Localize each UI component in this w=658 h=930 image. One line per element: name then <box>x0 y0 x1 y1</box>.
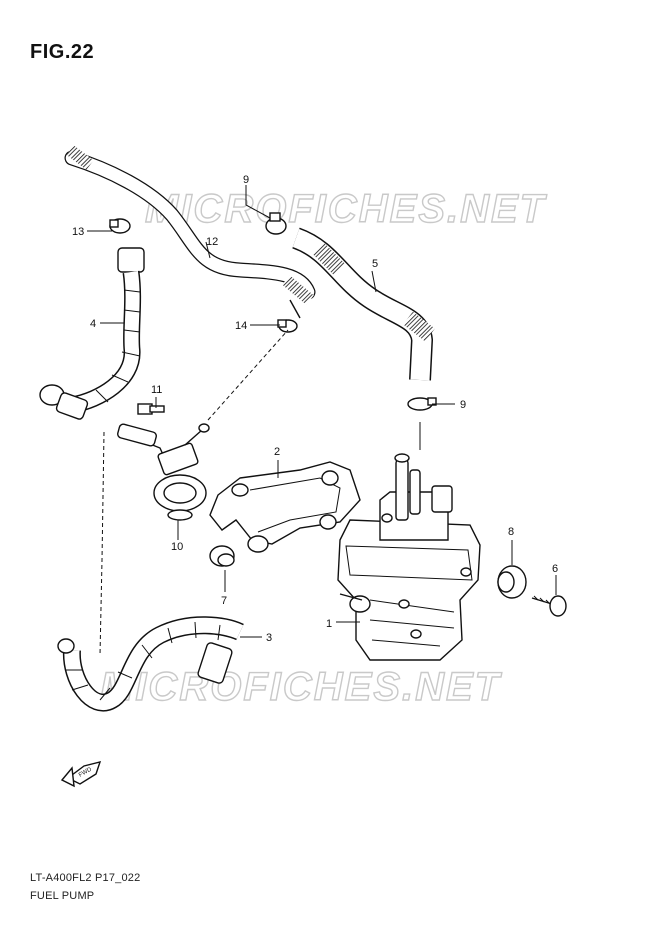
callout-4: 4 <box>90 318 96 330</box>
figure-title: FIG.22 <box>30 41 95 63</box>
part-3-wiring-harness <box>57 616 244 712</box>
callout-9-lower: 9 <box>460 399 466 411</box>
callout-9-upper: 9 <box>243 174 249 186</box>
callout-5: 5 <box>372 258 378 270</box>
callout-11: 11 <box>151 384 162 396</box>
part-8-damper <box>497 565 527 599</box>
watermark-bottom: MICROFICHES.NET <box>100 665 503 709</box>
watermark-top: MICROFICHES.NET <box>145 187 548 231</box>
part-6-bolt <box>531 595 567 617</box>
callout-2: 2 <box>274 446 280 458</box>
callout-8: 8 <box>508 526 514 538</box>
callout-7: 7 <box>221 595 227 607</box>
callout-6: 6 <box>552 563 558 575</box>
part-9-clamp-lower <box>407 397 437 411</box>
part-10-fuel-valve <box>117 423 210 521</box>
diagram-name: FUEL PUMP <box>30 890 95 902</box>
part-11-bolt <box>137 403 165 415</box>
callout-12: 12 <box>206 236 218 248</box>
callout-14: 14 <box>235 320 247 332</box>
part-5-fuel-hose <box>291 227 435 381</box>
part-9-clamp-upper <box>265 212 287 235</box>
diagram-code: LT-A400FL2 P17_022 <box>30 872 141 884</box>
part-12-fuel-hose <box>64 145 316 319</box>
callout-10: 10 <box>171 541 183 553</box>
part-7-grommet <box>209 545 235 567</box>
part-1-fuel-pump <box>337 453 481 661</box>
leader-lines <box>87 185 557 638</box>
part-2-bracket <box>209 461 361 553</box>
guide-line-harness <box>99 431 105 656</box>
callout-1: 1 <box>326 618 332 630</box>
guide-line-hose <box>207 329 289 421</box>
callout-3: 3 <box>266 632 272 644</box>
part-14-clamp <box>277 319 298 333</box>
part-4-wiring-harness <box>39 247 145 420</box>
part-13-clamp <box>109 218 131 234</box>
callout-13: 13 <box>72 226 84 238</box>
fwd-arrow-icon: FWD <box>60 761 102 788</box>
